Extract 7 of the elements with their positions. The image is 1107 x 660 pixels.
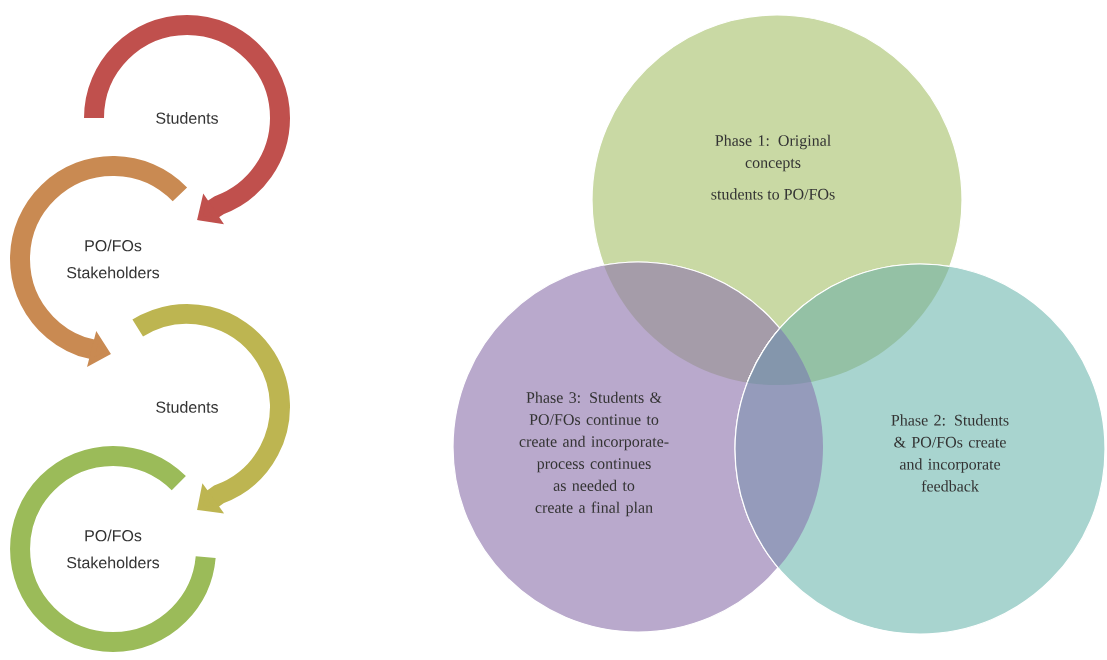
- ring-segment: Students: [133, 304, 290, 514]
- ring-segment: Students: [84, 15, 290, 225]
- node-label: PO/FOs: [85, 239, 142, 252]
- node-label: Students: [156, 112, 218, 124]
- node-label: Stakeholders: [67, 266, 160, 279]
- ring-segment: PO/FOs Stakeholders: [10, 446, 216, 652]
- node-label: Students: [156, 401, 218, 413]
